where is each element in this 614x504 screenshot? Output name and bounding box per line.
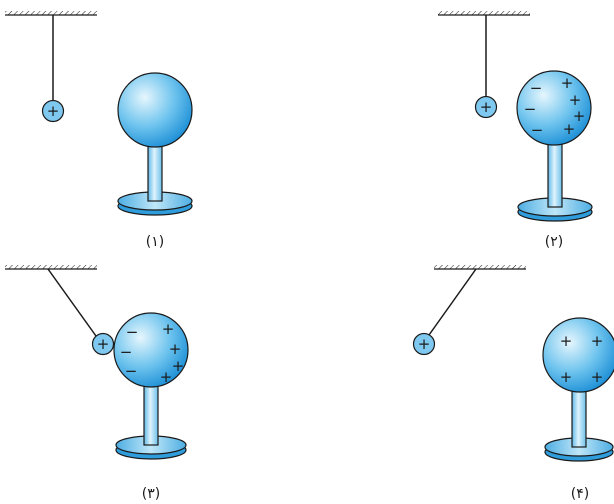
pendulum-ball: + (41, 99, 65, 123)
negative-charge: − (126, 323, 139, 341)
pendulum-thread (47, 268, 97, 337)
positive-charge: + (591, 368, 604, 386)
pendulum-charge-label: + (418, 335, 431, 353)
negative-charge: − (524, 100, 537, 118)
conducting-sphere (516, 70, 592, 146)
pendulum-thread (428, 268, 477, 336)
negative-charge: − (531, 121, 544, 139)
pendulum-ball: + (412, 332, 436, 356)
positive-charge: + (563, 120, 576, 138)
positive-charge: + (169, 340, 182, 358)
ceiling-support (5, 11, 97, 16)
conducting-sphere (113, 312, 189, 388)
positive-charge: + (591, 332, 604, 350)
positive-charge: + (172, 357, 185, 375)
negative-charge: − (530, 79, 543, 97)
panel-1: + (۱) (5, 11, 193, 250)
ceiling-support (434, 265, 526, 270)
positive-charge: + (569, 91, 582, 109)
positive-charge: + (160, 368, 173, 386)
positive-charge: + (573, 107, 586, 125)
panel-caption: (۳) (142, 486, 160, 502)
panel-caption: (۲) (545, 234, 563, 250)
positive-charge: + (561, 74, 574, 92)
panel-caption: (۴) (571, 486, 589, 502)
pendulum-ball: + (474, 95, 498, 119)
sphere-charges: + + + + (560, 332, 604, 386)
ceiling-support (438, 11, 530, 16)
panel-4: + + + + + (۴) (412, 265, 614, 502)
panel-3: − − − + + + + + (۳) (5, 265, 189, 502)
pendulum-charge-label: + (97, 335, 110, 353)
negative-charge: − (125, 362, 138, 380)
positive-charge: + (560, 332, 573, 350)
negative-charge: − (120, 343, 133, 361)
panel-2: + − − − + + + + (۲) (438, 11, 593, 250)
insulated-stand (517, 141, 593, 222)
pendulum-ball: + (91, 332, 115, 356)
induced-charges: − − − + + + + (524, 74, 586, 139)
induced-charges: − − − + + + + (120, 320, 185, 386)
panel-caption: (۱) (146, 234, 164, 250)
insulated-stand (544, 387, 614, 462)
ceiling-support (5, 265, 97, 270)
conducting-sphere (542, 317, 614, 393)
positive-charge: + (560, 368, 573, 386)
positive-charge: + (162, 320, 175, 338)
pendulum-charge-label: + (480, 98, 493, 116)
pendulum-charge-label: + (47, 102, 60, 120)
insulated-stand (115, 383, 187, 460)
conducting-sphere (117, 72, 193, 148)
insulated-stand (117, 141, 193, 216)
